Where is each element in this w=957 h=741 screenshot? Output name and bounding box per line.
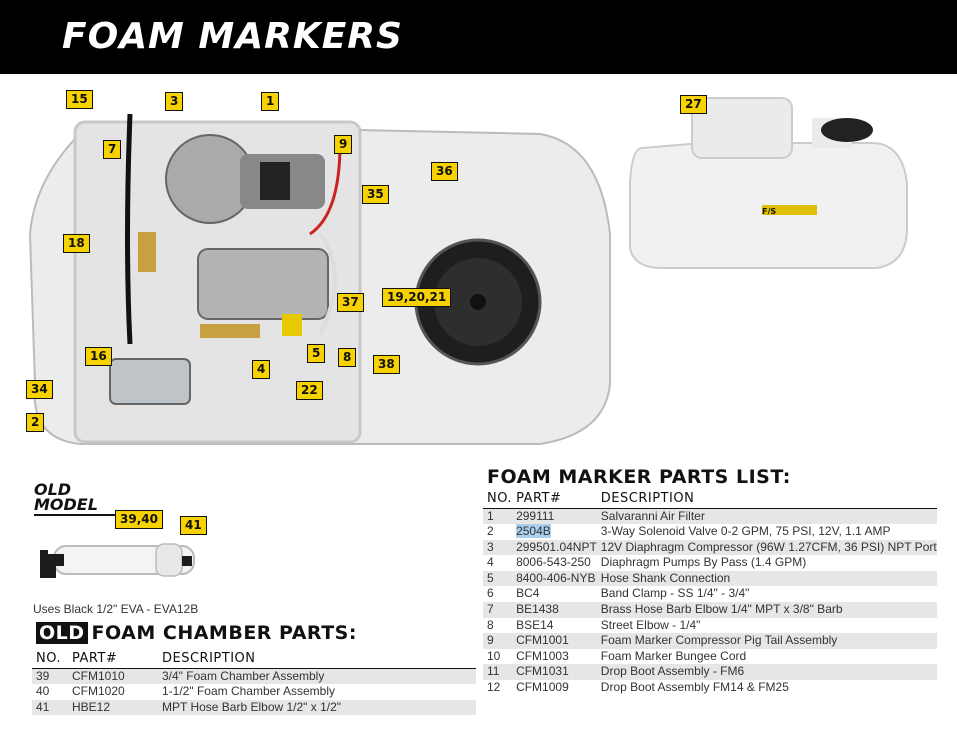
highlighted-part-number: 2504B xyxy=(516,524,551,539)
table-row: 4 8006-543-250 Diaphragm Pumps By Pass (… xyxy=(487,555,807,570)
old-model-caption: Uses Black 1/2" EVA - EVA12B xyxy=(33,602,199,616)
inset-tank-photo: F/S xyxy=(629,97,908,269)
callout-tag: 36 xyxy=(431,162,458,181)
callout-tag: 35 xyxy=(362,185,389,204)
callout-tag: 37 xyxy=(337,293,364,312)
column-header: PART# xyxy=(68,650,158,669)
table-row: 6 BC4 Band Clamp - SS 1/4" - 3/4" xyxy=(487,586,750,601)
callout-tag: 34 xyxy=(26,380,53,399)
table-row: 1 299111 Salvaranni Air Filter xyxy=(483,508,937,525)
table-row: 12 CFM1009 Drop Boot Assembly FM14 & FM2… xyxy=(487,680,789,695)
old-chamber-table: NO. PART# DESCRIPTION 39 CFM1010 3/4" Fo… xyxy=(32,650,476,716)
table-row: 9 CFM1001 Foam Marker Compressor Pig Tai… xyxy=(483,633,937,649)
old-badge: OLD xyxy=(36,622,88,644)
table-header-row: NO. PART# DESCRIPTION xyxy=(32,650,476,669)
main-product-photo xyxy=(28,113,611,445)
callout-tag: 7 xyxy=(103,140,122,159)
column-header: DESCRIPTION xyxy=(596,490,937,509)
table-row: 40 CFM1020 1-1/2" Foam Chamber Assembly xyxy=(36,684,335,699)
table-row: 10 CFM1003 Foam Marker Bungee Cord xyxy=(487,648,747,663)
table-header-row: NO. PART# DESCRIPTION xyxy=(483,490,937,509)
callout-tag: 22 xyxy=(296,381,323,400)
callout-tag: 41 xyxy=(180,516,207,535)
table-row: 3 299501.04NPT 12V Diaphragm Compressor … xyxy=(483,539,937,556)
table-row: 5 8400-406-NYB Hose Shank Connection xyxy=(483,570,937,587)
table-row: 41 HBE12 MPT Hose Barb Elbow 1/2" x 1/2" xyxy=(32,699,476,716)
column-header: NO. xyxy=(32,650,68,669)
callout-tag: 1 xyxy=(261,92,280,111)
old-model-label: OLD MODEL xyxy=(34,480,98,514)
callout-tag: 9 xyxy=(334,135,353,154)
callout-tag: 16 xyxy=(85,347,112,366)
parts-list-table: NO. PART# DESCRIPTION 1 299111 Salvarann… xyxy=(483,490,937,696)
callout-tag: 3 xyxy=(165,92,184,111)
column-header: DESCRIPTION xyxy=(158,650,476,669)
callout-tag: 39,40 xyxy=(115,510,163,529)
callout-tag: 27 xyxy=(680,95,707,114)
table-row: 39 CFM1010 3/4" Foam Chamber Assembly xyxy=(32,668,476,685)
callout-tag: 15 xyxy=(66,90,93,109)
column-header: NO. xyxy=(483,490,513,509)
table-row: 11 CFM1031 Drop Boot Assembly - FM6 xyxy=(483,664,937,681)
callout-tag: 38 xyxy=(373,355,400,374)
parts-list-title: FOAM MARKER PARTS LIST: xyxy=(487,466,791,488)
callout-tag: 2 xyxy=(26,413,45,432)
old-foam-chamber-photo xyxy=(40,543,195,578)
page-header: FOAM MARKERS xyxy=(0,0,957,74)
column-header: PART# xyxy=(512,490,597,509)
callout-tag: 8 xyxy=(338,348,357,367)
callout-tag: 4 xyxy=(252,360,271,379)
table-row: 8 BSE14 Street Elbow - 1/4" xyxy=(487,617,701,632)
callout-tag: 19,20,21 xyxy=(382,288,452,307)
page-title: FOAM MARKERS xyxy=(62,16,403,57)
callout-tag: 18 xyxy=(63,234,90,253)
callout-tag: 5 xyxy=(307,344,326,363)
table-row: 7 BE1438 Brass Hose Barb Elbow 1/4" MPT … xyxy=(483,602,937,618)
inset-decal-label: F/S xyxy=(762,207,776,216)
old-model-underline xyxy=(34,514,118,516)
table-row: 2 2504B 3-Way Solenoid Valve 0-2 GPM, 75… xyxy=(487,524,891,539)
